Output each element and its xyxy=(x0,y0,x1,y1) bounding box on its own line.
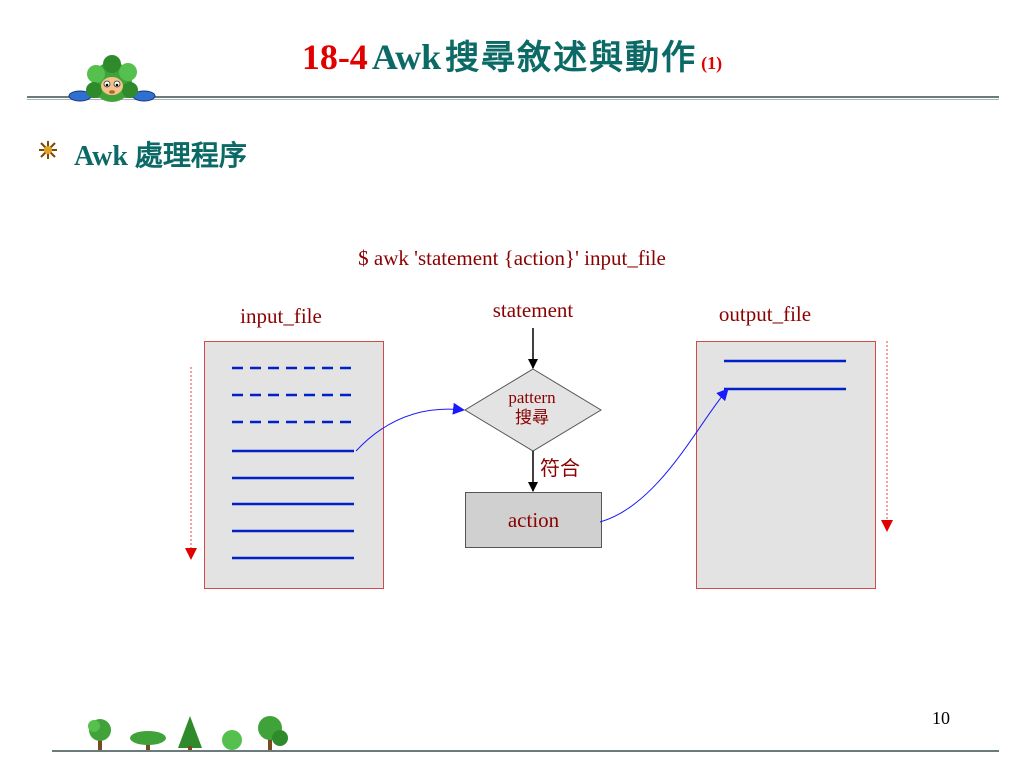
action-label: action xyxy=(507,507,560,532)
bullet-text: Awk 處理程序 xyxy=(74,141,247,172)
output-scan-arrowhead xyxy=(881,520,893,532)
title-number: 18-4 xyxy=(301,37,368,77)
awk-command: $ awk 'statement {action}' input_file xyxy=(358,246,666,270)
input-file-label: input_file xyxy=(240,304,322,328)
pattern-line-2: 搜尋 xyxy=(515,408,549,427)
statement-label: statement xyxy=(492,298,574,322)
title-divider-shadow xyxy=(27,99,999,100)
bullet-star-icon xyxy=(39,141,57,159)
title-part: (1) xyxy=(701,53,723,73)
footer-divider xyxy=(52,750,999,752)
title-chinese: 搜尋敘述與動作 xyxy=(445,40,698,77)
input-file-box xyxy=(204,341,384,589)
page-number: 10 xyxy=(932,708,950,728)
slide-title: 18-4 Awk 搜尋敘述與動作 (1) xyxy=(0,30,1024,79)
action-box: action xyxy=(465,492,602,548)
title-awk: Awk xyxy=(371,37,442,77)
pattern-text: pattern 搜尋 xyxy=(480,388,584,428)
match-label: 符合 xyxy=(540,456,580,480)
output-file-box xyxy=(696,341,876,589)
footer-trees-icon xyxy=(88,716,288,752)
input-scan-arrowhead xyxy=(185,548,197,560)
title-divider xyxy=(27,96,999,98)
output-file-label: output_file xyxy=(718,302,812,326)
pattern-line-1: pattern xyxy=(508,388,556,407)
